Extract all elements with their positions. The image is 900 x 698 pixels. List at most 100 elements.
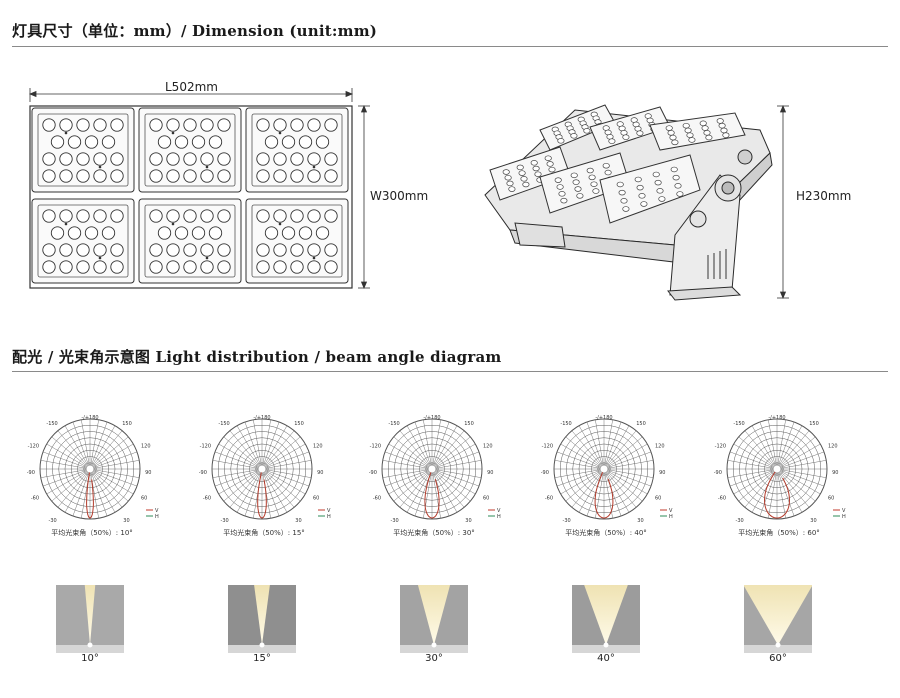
led-modules	[31, 107, 349, 284]
led-lens	[200, 118, 214, 132]
led-lens	[76, 118, 90, 132]
polar-tick-label: 120	[655, 444, 665, 450]
led-lens	[315, 226, 330, 240]
polar-tick-label: 90	[317, 470, 323, 476]
led-lens	[256, 118, 270, 132]
perspective-view-drawing	[484, 104, 773, 301]
led-lens	[110, 243, 124, 257]
led-lens	[256, 152, 270, 166]
led-module	[245, 198, 349, 284]
led-lens	[307, 152, 321, 166]
led-module	[31, 198, 135, 284]
legend-h: H	[327, 514, 331, 520]
polar-tick-label: 120	[141, 444, 151, 450]
led-lens	[200, 152, 214, 166]
polar-tick-label: -/+180	[595, 415, 612, 421]
led-lens	[324, 169, 338, 183]
legend-v: V	[327, 508, 331, 514]
led-lens	[101, 135, 116, 149]
led-module	[138, 198, 242, 284]
polar-tick-label: 60	[141, 496, 147, 502]
led-lens	[59, 118, 73, 132]
led-lens	[84, 135, 99, 149]
led-lens	[50, 135, 65, 149]
light-cone	[743, 585, 813, 645]
beam-angle-label: 40°	[597, 653, 615, 664]
beam-angle-caption: 平均光束角（50%）: 10°	[51, 529, 133, 537]
beam-curve	[86, 468, 94, 519]
polar-tick-label: 150	[636, 421, 646, 427]
polar-tick-label: -150	[560, 421, 571, 427]
dimension-heading: 灯具尺寸（单位：mm）/ Dimension (unit:mm)	[12, 22, 378, 40]
light-cone	[254, 585, 270, 645]
heading-rule	[12, 46, 888, 47]
led-lens	[59, 209, 73, 223]
led-lens	[273, 118, 287, 132]
legend-v: V	[842, 508, 846, 514]
polar-tick-label: -60	[31, 496, 39, 502]
legend-h: H	[842, 514, 846, 520]
led-module	[138, 107, 242, 193]
beam-illustration	[56, 585, 124, 653]
led-lens	[200, 260, 214, 274]
polar-tick-label: 120	[828, 444, 838, 450]
polar-tick-label: -90	[199, 470, 207, 476]
polar-tick-label: 30	[810, 518, 816, 524]
polar-tick-label: 150	[464, 421, 474, 427]
led-lens	[76, 243, 90, 257]
polar-tick-label: 90	[145, 470, 151, 476]
led-lens	[307, 243, 321, 257]
polar-tick-label: -60	[203, 496, 211, 502]
light-cone	[84, 585, 96, 645]
polar-tick-label: 30	[123, 518, 129, 524]
beam-angle-label: 60°	[769, 653, 787, 664]
perspective-led-modules	[489, 104, 746, 224]
polar-tick-label: -/+180	[253, 415, 270, 421]
led-lens	[307, 169, 321, 183]
led-lens	[217, 169, 231, 183]
led-lens	[290, 152, 304, 166]
led-lens	[307, 209, 321, 223]
polar-tick-label: -30	[221, 518, 229, 524]
led-lens	[256, 169, 270, 183]
led-lens	[76, 152, 90, 166]
polar-tick-label: -90	[27, 470, 35, 476]
legend-v: V	[155, 508, 159, 514]
polar-tick-label: -30	[391, 518, 399, 524]
led-lens	[166, 243, 180, 257]
polar-tick-label: -120	[542, 444, 553, 450]
light-distribution-heading: 配光 / 光束角示意图 Light distribution / beam an…	[12, 348, 502, 366]
legend-h: H	[669, 514, 673, 520]
led-lens	[76, 260, 90, 274]
led-lens	[217, 260, 231, 274]
led-lens	[76, 209, 90, 223]
length-label: L502mm	[165, 80, 218, 94]
polar-tick-label: 120	[483, 444, 493, 450]
led-lens	[217, 118, 231, 132]
polar-tick-label: -120	[715, 444, 726, 450]
led-lens	[191, 226, 206, 240]
polar-tick-label: 60	[483, 496, 489, 502]
led-lens	[183, 152, 197, 166]
led-lens	[208, 135, 223, 149]
led-lens	[157, 135, 172, 149]
led-lens	[273, 243, 287, 257]
beam-illustration	[572, 585, 640, 653]
front-view-drawing	[28, 88, 370, 290]
led-lens	[149, 169, 163, 183]
led-lens	[157, 226, 172, 240]
led-lens	[93, 152, 107, 166]
beam-curve	[594, 468, 614, 519]
polar-tick-label: -/+180	[423, 415, 440, 421]
led-lens	[200, 209, 214, 223]
polar-tick-label: -/+180	[81, 415, 98, 421]
fixture-frame	[29, 105, 353, 289]
polar-tick-label: -/+180	[768, 415, 785, 421]
led-lens	[324, 209, 338, 223]
led-lens	[67, 226, 82, 240]
polar-tick-label: -150	[733, 421, 744, 427]
led-lens	[307, 260, 321, 274]
led-lens	[273, 260, 287, 274]
